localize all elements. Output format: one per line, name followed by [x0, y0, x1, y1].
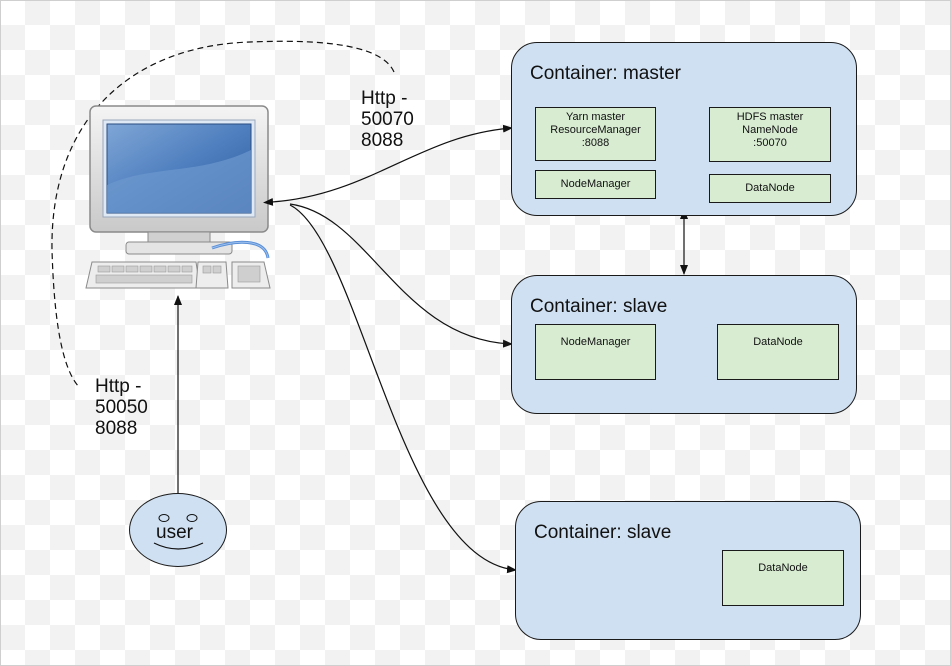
slave-2-datanode-label: DataNode [758, 562, 808, 574]
slave-2-datanode-box[interactable]: DataNode [722, 550, 844, 606]
container-master-title: Container: master [530, 63, 682, 84]
master-datanode-box[interactable]: DataNode [709, 174, 831, 203]
yarn-master-line-3: :8088 [581, 137, 610, 149]
master-datanode-label: DataNode [745, 182, 795, 194]
container-slave-2-title: Container: slave [534, 522, 672, 543]
slave-1-nodemanager-box[interactable]: NodeManager [535, 324, 656, 380]
slave-1-nodemanager-label: NodeManager [560, 336, 631, 348]
yarn-master-box[interactable]: Yarn master ResourceManager :8088 [535, 107, 656, 161]
http-label-top-line-2: 50070 [361, 109, 414, 130]
hdfs-master-line-1: HDFS master [736, 111, 804, 123]
connector-to-slave-2 [289, 204, 517, 574]
user-node[interactable]: user [129, 493, 227, 567]
yarn-master-line-1: Yarn master [565, 111, 626, 123]
master-nodemanager-label: NodeManager [560, 178, 631, 190]
yarn-master-line-2: ResourceManager [550, 124, 641, 136]
http-label-top: Http - 50070 8088 [361, 88, 414, 151]
hdfs-master-box[interactable]: HDFS master NameNode :50070 [709, 107, 831, 162]
hdfs-master-line-3: :50070 [753, 137, 787, 149]
user-label: user [156, 522, 193, 543]
connector-to-slave-1 [289, 203, 513, 348]
user-face-icon [153, 514, 204, 550]
http-label-top-line-1: Http - [361, 88, 408, 109]
container-slave-1-title: Container: slave [530, 296, 668, 317]
container-slave-2[interactable]: Container: slave DataNode [515, 501, 861, 640]
slave-1-datanode-box[interactable]: DataNode [717, 324, 839, 380]
http-label-top-line-3: 8088 [361, 130, 404, 151]
computer-icon [85, 105, 271, 289]
dashed-loop-connector [51, 40, 395, 389]
connector-to-master [263, 124, 513, 206]
http-label-left-line-2: 50050 [95, 397, 148, 418]
http-label-left-line-3: 8088 [95, 418, 138, 439]
hdfs-master-line-2: NameNode [742, 124, 798, 136]
http-label-left: Http - 50050 8088 [95, 376, 148, 439]
container-master[interactable]: Container: master Yarn master ResourceMa… [511, 42, 857, 216]
slave-1-datanode-label: DataNode [753, 336, 803, 348]
container-slave-1[interactable]: Container: slave NodeManager DataNode [511, 275, 857, 414]
http-label-left-line-1: Http - [95, 376, 142, 397]
master-nodemanager-box[interactable]: NodeManager [535, 170, 656, 199]
